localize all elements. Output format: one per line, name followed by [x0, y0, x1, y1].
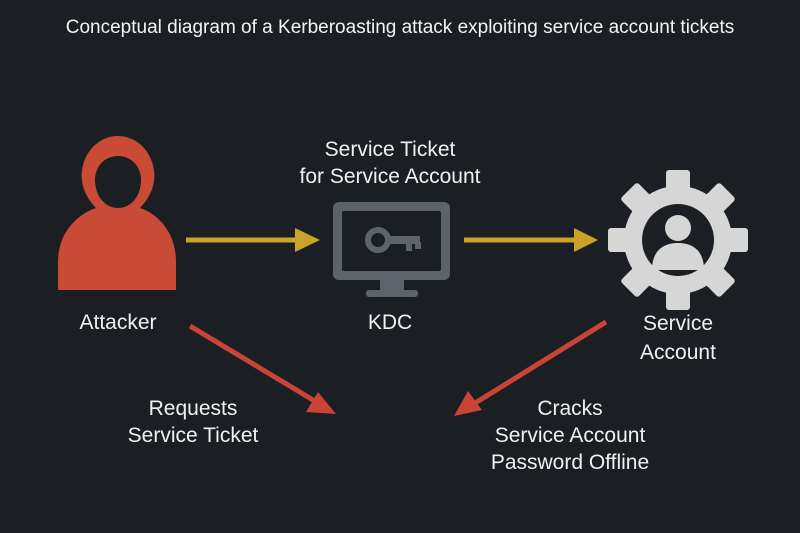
gear-user-icon [608, 170, 748, 310]
service-account-label: Service Account [640, 312, 716, 364]
arrow-attacker-requests [188, 323, 336, 414]
arrow-service-cracks [454, 319, 608, 416]
cracks-edge-label: Cracks Service Account Password Offline [490, 397, 650, 474]
attacker-label: Attacker [79, 311, 157, 334]
requests-edge-label: Requests Service Ticket [127, 397, 259, 447]
hooded-attacker-icon [58, 136, 176, 290]
arrow-kdc-to-service [464, 228, 598, 252]
arrow-attacker-to-kdc [186, 228, 320, 252]
kdc-label: KDC [367, 311, 413, 334]
ticket-edge-label: Service Ticket for Service Account [299, 138, 481, 188]
diagram-title: Conceptual diagram of a Kerberoasting at… [65, 17, 735, 38]
monitor-key-icon [333, 202, 450, 297]
